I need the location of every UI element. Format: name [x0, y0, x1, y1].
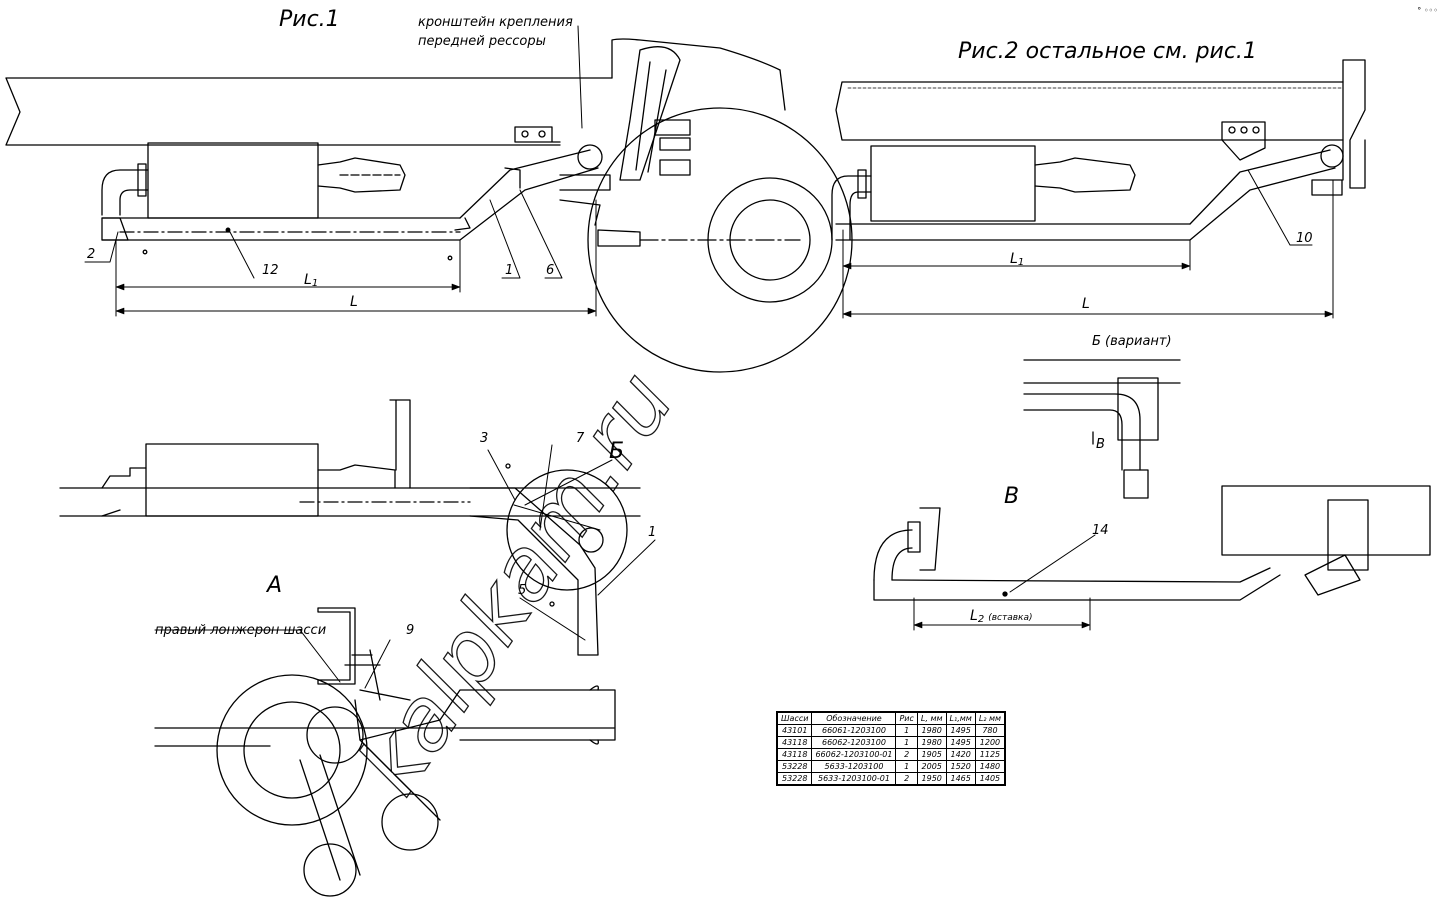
- figure-2-title: Рис.2 остальное см. рис.1: [958, 39, 1257, 64]
- cell-L1: 1495: [945, 736, 976, 749]
- cell-L: 1980: [916, 736, 947, 749]
- callout-6: 7: [576, 431, 585, 446]
- cell-L1: 1465: [945, 772, 976, 786]
- cell-chassis: 53228: [776, 772, 813, 786]
- plan-view: [59, 399, 656, 656]
- cell-figure: 1: [895, 736, 918, 749]
- cell-L: 1980: [916, 724, 947, 737]
- header-L2: L₂ мм: [974, 711, 1006, 725]
- cell-L2: 1125: [974, 748, 1006, 761]
- view-b-marker: Б: [609, 439, 624, 464]
- cell-chassis: 53228: [776, 760, 813, 773]
- corner-mark: ° ◦◦◦: [1417, 6, 1438, 15]
- cell-L1: 1495: [945, 724, 976, 737]
- cell-figure: 1: [895, 724, 918, 737]
- view-v-marker: В: [1096, 437, 1105, 452]
- cell-designation: 66062-1203100: [811, 736, 897, 749]
- cell-L: 2005: [916, 760, 947, 773]
- cell-designation: 66061-1203100: [811, 724, 897, 737]
- callout-7: 6: [546, 263, 554, 278]
- cell-L1: 1420: [945, 748, 976, 761]
- right-chassis-note: правый лонжерон шасси: [155, 623, 326, 638]
- cell-chassis: 43118: [776, 736, 813, 749]
- header-chassis: Шасси: [776, 711, 813, 725]
- view-v-label: В: [1004, 484, 1019, 509]
- cell-chassis: 43101: [776, 724, 813, 737]
- header-L1: L₁,мм: [945, 711, 976, 725]
- callout-5: 5: [518, 583, 526, 598]
- cell-L2: 1405: [974, 772, 1006, 786]
- callout-1-fig1: 1: [505, 263, 513, 278]
- view-v: [873, 485, 1431, 631]
- table-row: 53228 5633-1203100-01 2 1950 1465 1405: [776, 772, 1006, 786]
- figure-1-title: Рис.1: [279, 7, 340, 32]
- dim-L1-fig1: L1: [304, 272, 318, 289]
- figure-2-side-view: [831, 59, 1366, 319]
- header-figure: Рис: [895, 711, 918, 725]
- cell-L2: 1200: [974, 736, 1006, 749]
- callout-10: 10: [1296, 231, 1313, 246]
- cell-designation: 5633-1203100-01: [811, 772, 897, 786]
- cell-L1: 1520: [945, 760, 976, 773]
- table-row: 53228 5633-1203100 1 2005 1520 1480: [776, 760, 1006, 773]
- callout-3: 3: [480, 431, 488, 446]
- callout-9: 9: [406, 623, 414, 638]
- bracket-note-line1: кронштейн крепления: [418, 15, 573, 30]
- cell-L2: 780: [974, 724, 1006, 737]
- cell-figure: 1: [895, 760, 918, 773]
- specification-table: Шасси Обозначение Рис L, мм L₁,мм L₂ мм …: [776, 711, 1007, 786]
- cell-L2: 1480: [974, 760, 1006, 773]
- cell-figure: 2: [895, 748, 918, 761]
- dim-L-fig2: L: [1082, 296, 1090, 312]
- cell-designation: 5633-1203100: [811, 760, 897, 773]
- cell-designation: 66062-1203100-01: [811, 748, 897, 761]
- view-a-section: [154, 607, 616, 897]
- bracket-note-line2: передней рессоры: [418, 34, 546, 49]
- callout-12: 12: [262, 263, 279, 278]
- header-L: L, мм: [916, 711, 947, 725]
- watermark: kalpkam.ru: [340, 354, 694, 812]
- header-designation: Обозначение: [811, 711, 897, 725]
- callout-2: 2: [87, 247, 95, 262]
- table-row: 43118 66062-1203100-01 2 1905 1420 1125: [776, 748, 1006, 761]
- figure-1-side-view: [5, 25, 853, 373]
- dim-L2: L2(вставка): [970, 608, 1032, 625]
- cell-L: 1950: [916, 772, 947, 786]
- view-a-label: А: [265, 573, 282, 598]
- dim-L-fig1: L: [350, 294, 358, 310]
- table-row: 43118 66062-1203100 1 1980 1495 1200: [776, 736, 1006, 749]
- table-header-row: Шасси Обозначение Рис L, мм L₁,мм L₂ мм: [776, 711, 1006, 725]
- cell-chassis: 43118: [776, 748, 813, 761]
- view-b-variant-label: Б (вариант): [1092, 334, 1172, 349]
- callout-1-plan: 1: [648, 525, 656, 540]
- cell-L: 1905: [916, 748, 947, 761]
- cell-figure: 2: [895, 772, 918, 786]
- view-b-variant: [1023, 359, 1181, 499]
- table-row: 43101 66061-1203100 1 1980 1495 780: [776, 724, 1006, 737]
- callout-14: 14: [1092, 523, 1109, 538]
- dim-L1-fig2: L1: [1010, 251, 1024, 268]
